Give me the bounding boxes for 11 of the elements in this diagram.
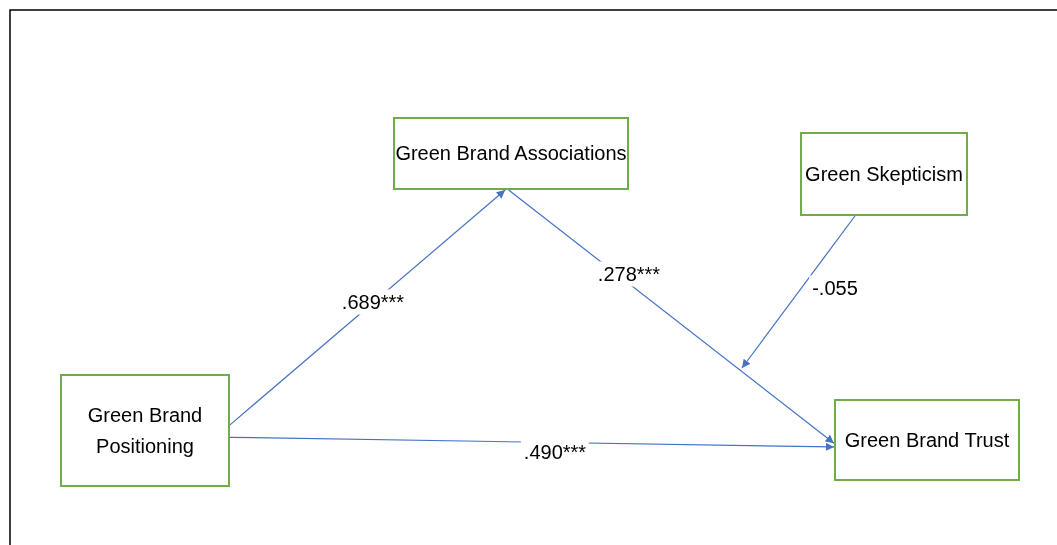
construct-box: [393, 117, 629, 190]
arrow: [741, 215, 856, 369]
construct-box: [800, 132, 968, 216]
box-label: Green Brand Trust: [844, 427, 1010, 453]
arrow: [508, 189, 835, 444]
box-label: Green Brand Associations: [395, 141, 627, 166]
box-label: Green Skepticism: [805, 161, 963, 187]
arrow: [229, 189, 506, 426]
construct-box: [834, 399, 1020, 481]
construct-box: [60, 374, 230, 487]
box-label: Green Brand Positioning: [86, 402, 204, 459]
